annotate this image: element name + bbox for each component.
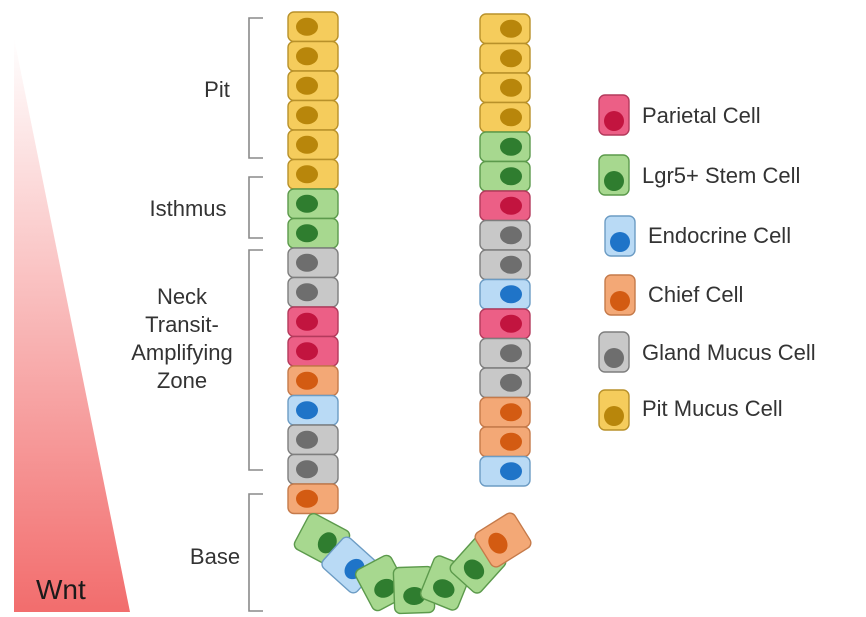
gland-cell-right-stem (480, 132, 530, 162)
gland-cell-right-stem (480, 162, 530, 192)
nucleus (500, 49, 522, 67)
legend-label-parietal: Parietal Cell (642, 103, 761, 129)
legend-label-endocrine: Endocrine Cell (648, 223, 791, 249)
zone-label-isthmus: Isthmus (128, 195, 248, 223)
gland-cell-right-pit_mucus (480, 44, 530, 74)
nucleus (296, 401, 318, 419)
gland-cell-left-pit_mucus (288, 42, 338, 72)
nucleus (296, 195, 318, 213)
nucleus (500, 79, 522, 97)
gland-cell-left-parietal (288, 337, 338, 367)
legend-label-stem: Lgr5+ Stem Cell (642, 163, 800, 189)
gland-cell-right-pit_mucus (480, 103, 530, 133)
nucleus (500, 285, 522, 303)
legend-swatch-stem (599, 155, 629, 195)
zone-neck-line-2: Transit- (112, 311, 252, 339)
gland-cell-left-pit_mucus (288, 160, 338, 190)
nucleus (296, 77, 318, 95)
legend-label-chief: Chief Cell (648, 282, 743, 308)
nucleus (500, 138, 522, 156)
nucleus (500, 108, 522, 126)
nucleus (500, 226, 522, 244)
nucleus (296, 106, 318, 124)
nucleus (500, 374, 522, 392)
gland-cell-right-gland_mucus (480, 250, 530, 280)
gland-cell-right-gland_mucus (480, 221, 530, 251)
gland-cell-right-gland_mucus (480, 339, 530, 369)
gland-cell-left-gland_mucus (288, 425, 338, 455)
gland-cell-left-parietal (288, 307, 338, 337)
nucleus (296, 460, 318, 478)
nucleus (296, 431, 318, 449)
nucleus (296, 136, 318, 154)
gland-cell-right-parietal (480, 309, 530, 339)
nucleus (500, 256, 522, 274)
zone-isthmus-text: Isthmus (149, 196, 226, 221)
gland-cell-left-pit_mucus (288, 71, 338, 101)
zone-base-text: Base (190, 544, 240, 569)
gland-cell-right-pit_mucus (480, 73, 530, 103)
legend-label-pit-mucus: Pit Mucus Cell (642, 396, 783, 422)
legend-swatch-gland-mucus (599, 332, 629, 372)
legend-swatch-parietal (599, 95, 629, 135)
nucleus (296, 313, 318, 331)
zone-neck-line-1: Neck (112, 283, 252, 311)
legend-swatch-endocrine (605, 216, 635, 256)
gland-cell-right-pit_mucus (480, 14, 530, 44)
bracket-isthmus (249, 177, 263, 238)
gland-cell-left-pit_mucus (288, 12, 338, 42)
legend-swatch-pit-mucus (599, 390, 629, 430)
nucleus (296, 254, 318, 272)
nucleus (500, 433, 522, 451)
gland-cell-left-stem (288, 189, 338, 219)
nucleus (500, 403, 522, 421)
nucleus (500, 20, 522, 38)
legend-label-gland-mucus: Gland Mucus Cell (642, 340, 816, 366)
gland-cell-right-chief (480, 427, 530, 457)
gland-cell-left-gland_mucus (288, 278, 338, 308)
nucleus (296, 283, 318, 301)
nucleus (296, 47, 318, 65)
nucleus (296, 490, 318, 508)
zone-neck-line-4: Zone (112, 367, 252, 395)
gland-cell-right-chief (480, 398, 530, 428)
gland-cell-left-chief (288, 366, 338, 396)
gland-cell-right-gland_mucus (480, 368, 530, 398)
nucleus (500, 344, 522, 362)
zone-label-base: Base (170, 543, 260, 571)
gland-cell-left-gland_mucus (288, 248, 338, 278)
nucleus (500, 197, 522, 215)
gland-cell-left-chief (288, 484, 338, 514)
legend-swatch-chief (605, 275, 635, 315)
gland-cell-left-pit_mucus (288, 101, 338, 131)
legend-swatches (599, 95, 635, 430)
gland-cell-right-parietal (480, 191, 530, 221)
gland-cell-left-pit_mucus (288, 130, 338, 160)
gland-cell-right-endocrine (480, 457, 530, 487)
nucleus (296, 18, 318, 36)
nucleus (296, 165, 318, 183)
gland-cell-left-endocrine (288, 396, 338, 426)
nucleus (500, 462, 522, 480)
nucleus (296, 372, 318, 390)
zone-label-neck: Neck Transit- Amplifying Zone (112, 283, 252, 395)
wnt-label: Wnt (36, 574, 86, 606)
zone-label-pit: Pit (172, 76, 262, 104)
zone-pit-text: Pit (204, 77, 230, 102)
nucleus (296, 342, 318, 360)
gland-cell-left-gland_mucus (288, 455, 338, 485)
nucleus (500, 315, 522, 333)
zone-neck-line-3: Amplifying (112, 339, 252, 367)
nucleus (500, 167, 522, 185)
gland-cells (288, 12, 533, 614)
nucleus (296, 224, 318, 242)
gland-cell-right-endocrine (480, 280, 530, 310)
gland-cell-left-stem (288, 219, 338, 249)
